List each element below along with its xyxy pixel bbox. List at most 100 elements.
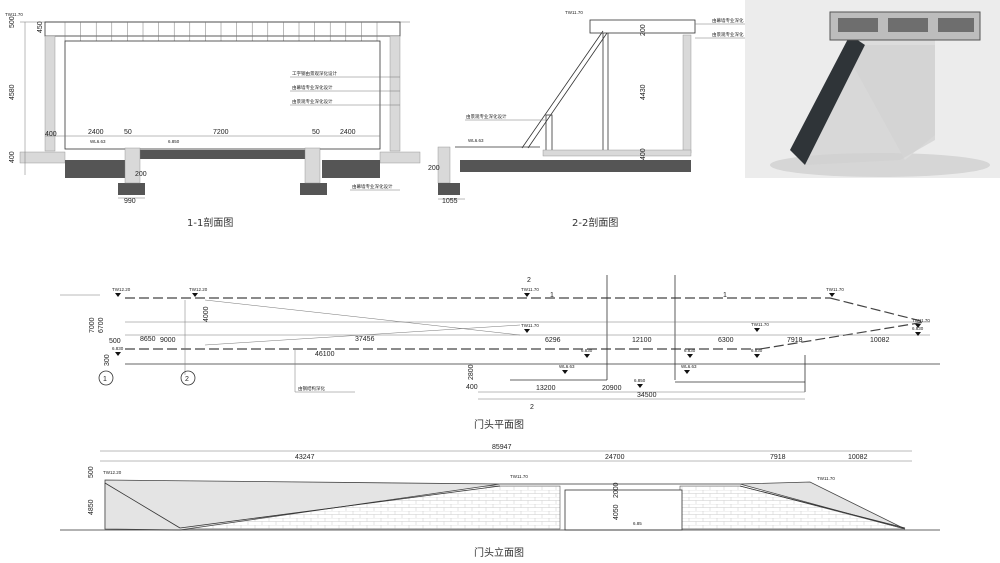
elevation-marker: 6.830 xyxy=(751,348,763,353)
dim-label: 400 xyxy=(9,151,16,163)
section-title: 1-1剖面图 xyxy=(187,216,233,229)
dim-label: 7000 xyxy=(89,317,96,333)
elevation-triangle-icon xyxy=(562,370,568,374)
dim-label: 13200 xyxy=(536,385,556,392)
elevation-marker: 6.830 xyxy=(581,348,593,353)
dim-label: 500 xyxy=(109,338,121,345)
dim-label: 10082 xyxy=(870,337,890,344)
elevation-view: 85947 43247 24700 7918 10082 500 4850 20… xyxy=(60,444,940,559)
elevation-marker: TW11.70 xyxy=(5,12,23,17)
elevation-triangle-icon xyxy=(637,384,643,388)
dim-label: 400 xyxy=(640,148,647,160)
dim-label: 6300 xyxy=(718,337,734,344)
roof-truss xyxy=(44,21,401,37)
section-marker: 1 xyxy=(550,292,554,299)
dim-label: 450 xyxy=(37,21,44,33)
dim-label: 400 xyxy=(45,131,57,138)
dim-label: 10082 xyxy=(848,454,868,461)
annotation-note: 由景观专业深化设计 xyxy=(466,113,507,120)
dim-label: 6296 xyxy=(545,337,561,344)
elevation-triangle-icon xyxy=(584,354,590,358)
water-level-marker: WL6.63 xyxy=(468,138,484,143)
dim-label: 9000 xyxy=(160,337,176,344)
dim-label: 85947 xyxy=(492,444,512,451)
section-marker: 2 xyxy=(527,277,531,284)
dim-label: 200 xyxy=(640,24,647,36)
axis-label: 1 xyxy=(103,376,107,383)
dim-label: 1055 xyxy=(442,198,458,205)
dim-label: 990 xyxy=(124,198,136,205)
annotation-note: 由景观专业深化 xyxy=(712,31,744,38)
elevation-triangle-icon xyxy=(915,324,921,328)
elevation-triangle-icon xyxy=(524,293,530,297)
annotation-note: 由幕墙专业深化设计 xyxy=(352,183,393,190)
dim-label: 200 xyxy=(135,171,147,178)
dim-label: 4050 xyxy=(613,504,620,520)
entrance-opening xyxy=(564,489,683,531)
elevation-marker: 6.830 xyxy=(684,348,696,353)
elevation-marker: 6.830 xyxy=(112,346,124,351)
dim-label: 2400 xyxy=(340,129,356,136)
elevation-marker: TW11.70 xyxy=(510,474,528,479)
axis-bubble xyxy=(98,370,114,386)
section-1-1: 500 4580 400 450 TW11.70 400 2400 50 720… xyxy=(5,12,421,229)
elevation-marker: WL6.63 xyxy=(681,364,697,369)
section-2-2: TW11.70 4430 200 400 WL6.63 200 1055 由幕墙… xyxy=(428,10,745,229)
annotation-note: 由幕墙专业深化设计 xyxy=(292,84,333,91)
elevation-triangle-icon xyxy=(115,352,121,356)
dim-label: 4580 xyxy=(9,84,16,100)
elevation-title: 门头立面图 xyxy=(474,546,524,559)
elevation-marker: TW12.20 xyxy=(112,287,131,292)
elevation-marker: 6.85 xyxy=(633,521,642,526)
right-wall xyxy=(682,34,692,154)
dim-label: 43247 xyxy=(295,454,315,461)
roof-truss xyxy=(589,19,696,34)
3d-render xyxy=(745,0,1000,178)
dim-label: 4850 xyxy=(88,499,95,515)
elevation-triangle-icon xyxy=(754,328,760,332)
dim-label: 50 xyxy=(124,129,132,136)
elevation-triangle-icon xyxy=(829,293,835,297)
dim-label: 46100 xyxy=(315,351,335,358)
elevation-marker: TW11.70 xyxy=(521,287,539,292)
annotation-note: 由钢结构深化 xyxy=(298,385,325,392)
elevation-triangle-icon xyxy=(524,329,530,333)
dim-label: 500 xyxy=(88,466,95,478)
left-wall xyxy=(44,35,56,152)
elevation-triangle-icon xyxy=(915,332,921,336)
elevation-marker: 6.830 xyxy=(912,326,924,331)
dim-label: 7918 xyxy=(787,337,803,344)
elevation-triangle-icon xyxy=(754,354,760,358)
dim-label: 37456 xyxy=(355,336,375,343)
floor-level-marker: 6.850 xyxy=(168,139,180,144)
axis-label: 2 xyxy=(185,376,189,383)
elevation-triangle-icon xyxy=(115,293,121,297)
dim-label: 200 xyxy=(428,165,440,172)
dim-label: 20900 xyxy=(602,385,622,392)
right-wall xyxy=(389,35,401,152)
dim-label: 24700 xyxy=(605,454,625,461)
dim-label: 8650 xyxy=(140,336,156,343)
dim-label: 50 xyxy=(312,129,320,136)
annotation-note: 工字钢由景观深化设计 xyxy=(292,70,337,77)
dim-label: 300 xyxy=(104,354,111,366)
dim-label: 2000 xyxy=(613,482,620,498)
annotation-note: 由幕墙专业深化 xyxy=(712,17,744,24)
dim-label: 6700 xyxy=(98,317,105,333)
plan-title: 门头平面图 xyxy=(474,418,524,431)
elevation-triangle-icon xyxy=(687,354,693,358)
elevation-marker: TW12.20 xyxy=(103,470,122,475)
dim-label: 500 xyxy=(9,16,16,28)
dim-label: 7918 xyxy=(770,454,786,461)
elevation-marker: TW11.70 xyxy=(826,287,844,292)
annotation-note: 由景观专业深化设计 xyxy=(292,98,333,105)
elevation-marker: TW11.70 xyxy=(912,318,930,323)
elevation-marker: WL6.63 xyxy=(559,364,575,369)
section-title: 2-2剖面图 xyxy=(572,216,618,229)
dim-label: 400 xyxy=(466,384,478,391)
elevation-marker: TW11.70 xyxy=(565,10,583,15)
section-marker: 1 xyxy=(723,292,727,299)
dim-label: 2400 xyxy=(88,129,104,136)
